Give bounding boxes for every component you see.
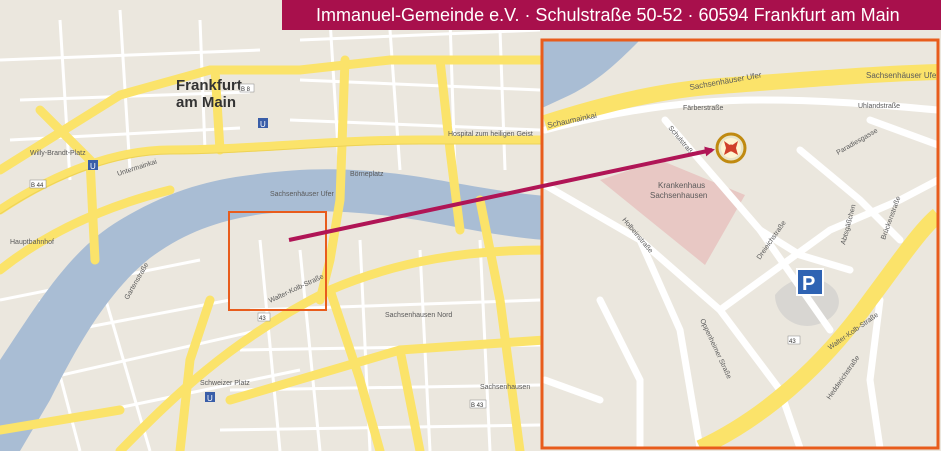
city-label: Frankfurt [176,77,242,94]
connector-arrow [288,146,715,242]
ufer-label-2: Sachsenhäuser Ufer [866,71,939,80]
road-shield: B 43 [469,399,487,409]
faerberstrasse-label: Färberstraße [683,105,724,112]
svg-text:P: P [802,273,815,295]
willy-brandt-label: Willy-Brandt-Platz [30,150,86,157]
svg-text:B 44: B 44 [31,183,44,189]
u-bahn-icon: U [258,118,268,129]
s-bahn-icon: U [205,392,215,403]
location-marker-icon [715,132,747,164]
road-shield: 43 [787,335,801,345]
svg-text:U: U [90,162,96,171]
schweizer-platz-label: Schweizer Platz [200,380,250,387]
detail-streets [542,96,938,448]
overview-road-edges [0,143,545,215]
overview-major-roads [0,55,545,451]
hospital-name-label-2: Sachsenhausen [650,191,707,200]
overview-river [0,169,545,451]
hospital-name-label: Krankenhaus [658,181,705,190]
hospital-label: Hospital zum heiligen Geist [448,131,533,138]
svg-text:43: 43 [259,316,266,322]
svg-text:43: 43 [789,339,796,345]
zoom-area-frame [228,211,327,311]
u-bahn-icon: U [88,160,98,171]
parking-icon: P [796,268,824,296]
uhlandstrasse-label: Uhlandstraße [858,103,900,110]
road-shield: B 44 [29,179,47,189]
address-banner: Immanuel-Gemeinde e.V. · Schulstraße 50-… [282,0,941,30]
detail-map: Sachsenhäuser Ufer Sachsenhäuser Ufer Sc… [542,40,939,448]
detail-river [542,40,640,108]
sachsenhausen-nord-label: Sachsenhausen Nord [385,312,452,319]
bridge-label: Börneplatz [350,171,384,178]
road-shield: B 8 [239,83,255,93]
city-label-2: am Main [176,94,236,111]
hospital-area [600,160,745,265]
svg-text:B 8: B 8 [241,87,251,93]
svg-text:B 43: B 43 [471,403,484,409]
ring-label: Sachsenhäuser Ufer [270,191,334,198]
detail-major-roads [542,64,938,448]
road-shield: 43 [257,312,271,322]
svg-text:U: U [207,394,213,403]
sachsenhausen-label: Sachsenhausen [480,384,530,391]
overview-map: Frankfurt am Main Hospital zum heiligen … [0,9,545,451]
svg-text:U: U [260,120,266,129]
detail-map-frame [540,38,940,450]
hauptbahnhof-label: Hauptbahnhof [10,239,54,246]
